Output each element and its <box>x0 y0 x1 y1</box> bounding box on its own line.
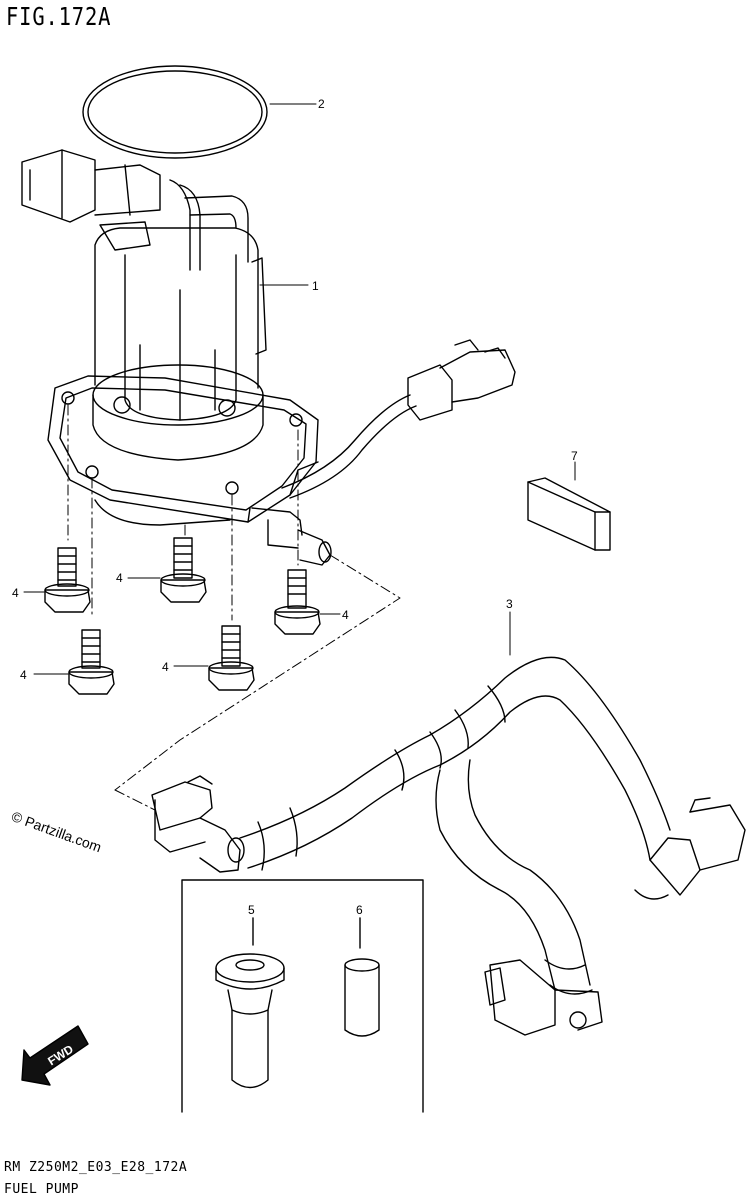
callout-leaders <box>23 103 576 675</box>
fwd-arrow-icon: FWD <box>21 1025 89 1086</box>
figure-name: FUEL PUMP <box>4 1182 79 1197</box>
bolt-part-4-d[interactable] <box>68 629 115 695</box>
callout-4-c: 4 <box>342 608 349 622</box>
figure-title: FIG.172A <box>6 2 112 31</box>
bolt-part-4-a[interactable] <box>44 547 91 613</box>
callout-4-e: 4 <box>162 660 169 674</box>
bolt-part-4-c[interactable] <box>274 569 321 635</box>
figure-code: RM Z250M2_E03_E28_172A <box>4 1160 188 1175</box>
callout-1: 1 <box>312 279 319 293</box>
callout-4-b: 4 <box>116 571 123 585</box>
fuel-hose-part-3[interactable] <box>151 656 746 1036</box>
callout-4-a: 4 <box>12 586 19 600</box>
fuel-pump-part-1[interactable] <box>21 149 332 566</box>
callout-3: 3 <box>506 597 513 611</box>
callout-5: 5 <box>248 903 255 917</box>
callout-7: 7 <box>571 449 578 463</box>
leader-lines <box>67 404 401 811</box>
callout-2: 2 <box>318 97 325 111</box>
wire-harness <box>281 339 516 499</box>
pad-part-7[interactable] <box>527 477 611 551</box>
o-ring-part-2[interactable] <box>82 65 268 159</box>
callout-6: 6 <box>356 903 363 917</box>
bolt-part-4-e[interactable] <box>208 625 255 691</box>
part-6[interactable] <box>344 917 380 1037</box>
callout-4-d: 4 <box>20 668 27 682</box>
sub-parts-box <box>181 879 424 1113</box>
part-5[interactable] <box>215 917 285 1089</box>
bolt-part-4-b[interactable] <box>160 537 207 603</box>
